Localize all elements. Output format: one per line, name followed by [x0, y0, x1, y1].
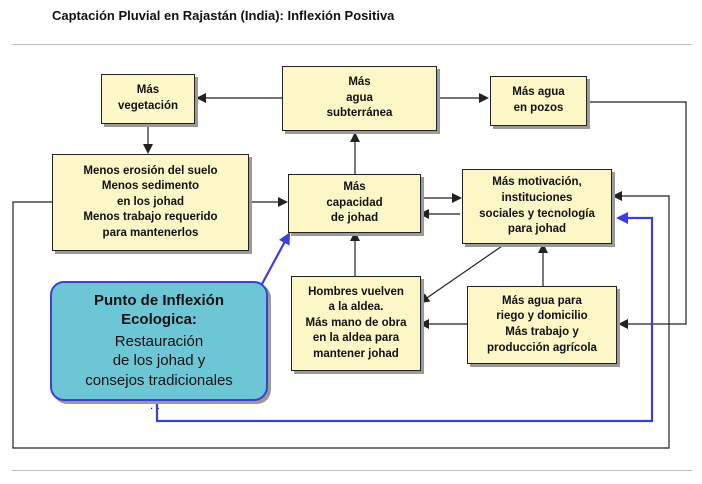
tipping-point-heading: Punto de Inflexión Ecologica: — [94, 292, 224, 328]
box-more-groundwater: Más agua subterránea — [282, 66, 437, 131]
box-less-erosion: Menos erosión del suelo Menos sedimento … — [52, 154, 249, 251]
tipping-point-body: Restauración de los johad y consejos tra… — [85, 332, 233, 389]
box-more-water-in-wells: Más agua en pozos — [490, 76, 587, 126]
box-more-irrigation-water: Más agua para riego y domicilio Más trab… — [467, 286, 617, 364]
box-more-vegetation: Más vegetación — [101, 74, 195, 124]
tipping-point-box: Punto de Inflexión Ecologica: Restauraci… — [50, 281, 268, 401]
box-more-motivation: Más motivación, instituciones sociales y… — [462, 169, 612, 244]
blue-arrow-tip-to-motivation — [155, 212, 654, 423]
diagram-title: Captación Pluvial en Rajastán (India): I… — [52, 8, 395, 23]
bottom-divider — [12, 470, 692, 471]
blue-arrow-tip-to-capacity — [261, 232, 290, 285]
top-divider — [12, 44, 692, 45]
arrow-motivation-to-men — [419, 243, 506, 304]
box-men-return: Hombres vuelven a la aldea. Más mano de … — [291, 276, 421, 371]
arrow-outer-loop — [12, 191, 670, 449]
box-more-johad-capacity: Más capacidad de johad — [288, 174, 421, 233]
footnote-dots: . . — [150, 398, 161, 412]
